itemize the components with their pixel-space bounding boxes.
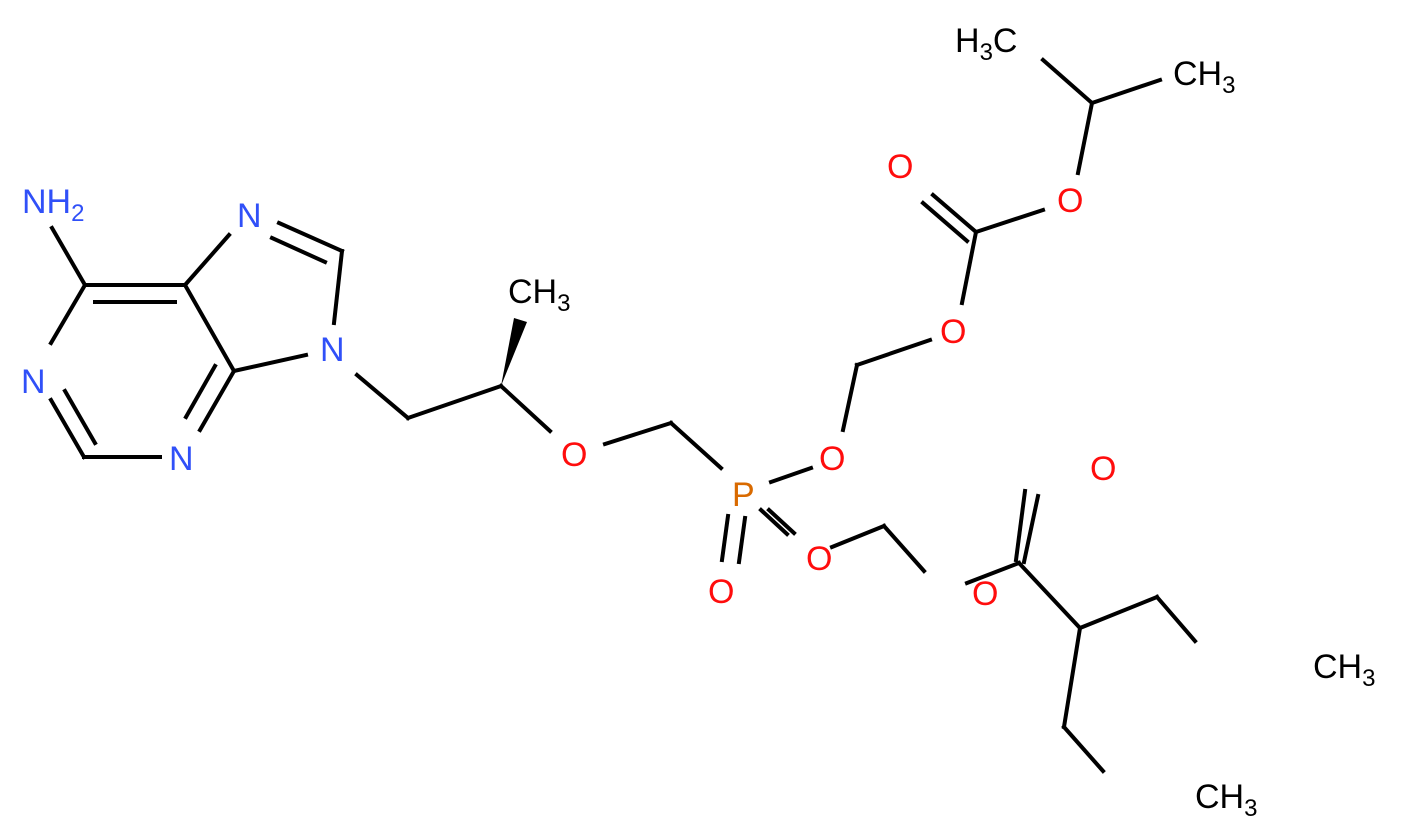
atom-label-n1: N [21, 363, 46, 401]
bond-line [1154, 594, 1198, 644]
atom-label-o4: O [940, 313, 966, 351]
atom-label-o2: O [819, 440, 845, 478]
bond-line [405, 383, 504, 421]
atom-label-o7: O [1090, 450, 1116, 488]
atom-label-ch3d: CH3 [1195, 778, 1257, 822]
bond-line [766, 507, 797, 536]
atom-label-o6: O [1057, 182, 1083, 220]
atom-label-odbl: O [708, 573, 734, 611]
bond-line [668, 420, 724, 471]
bond-line [1077, 594, 1160, 631]
atom-label-p: P [732, 476, 755, 514]
bond-line [498, 383, 553, 434]
bond-line [829, 523, 887, 550]
bond-line [920, 200, 970, 244]
bond-line [1089, 77, 1163, 106]
bond-line [758, 507, 790, 537]
atom-label-o3: O [806, 540, 832, 578]
bond-line [48, 397, 87, 460]
atom-label-n3: N [169, 440, 194, 478]
bond-line [48, 282, 88, 346]
atom-label-nh2: NH2 [22, 183, 84, 227]
bond-line [1061, 724, 1106, 774]
atom-label-o8: O [972, 575, 998, 613]
bond-line [1021, 493, 1041, 565]
atom-label-h3c: H3C [955, 22, 1017, 66]
bond-line [354, 372, 411, 421]
bond-line [930, 192, 979, 235]
bond-line [269, 235, 328, 265]
bond-line [62, 388, 98, 446]
bond-line [959, 229, 979, 306]
atom-label-n9: N [320, 331, 345, 369]
atom-label-o5: O [887, 148, 913, 186]
bond-line [1075, 100, 1095, 176]
bond-line [602, 420, 674, 447]
stereo-wedge-bond [501, 318, 527, 386]
bond-line [881, 523, 927, 574]
bond-line [854, 337, 933, 368]
bond-line [331, 248, 345, 326]
bond-line [768, 465, 814, 485]
bond-line [719, 513, 731, 563]
bond-line [182, 282, 237, 374]
bond-line [183, 363, 218, 420]
bond-line [1040, 57, 1095, 106]
bond-line [840, 362, 860, 433]
bond-line [736, 515, 748, 565]
atom-label-ch3a: CH3 [508, 273, 570, 317]
bond-line [1061, 625, 1083, 730]
bond-line [182, 232, 232, 288]
atom-label-ch3c: CH3 [1313, 648, 1375, 692]
bond-line [197, 368, 237, 433]
bond-line [1013, 488, 1028, 563]
bond-line [231, 352, 309, 374]
bond-line [49, 225, 88, 288]
bond-line [1016, 560, 1083, 631]
atom-label-ch3b: CH3 [1173, 55, 1235, 99]
bond-line [276, 220, 345, 254]
bond-line [964, 560, 1022, 586]
bond-line [973, 207, 1046, 235]
atom-label-n7: N [237, 197, 262, 235]
atom-label-o1: O [561, 436, 587, 474]
